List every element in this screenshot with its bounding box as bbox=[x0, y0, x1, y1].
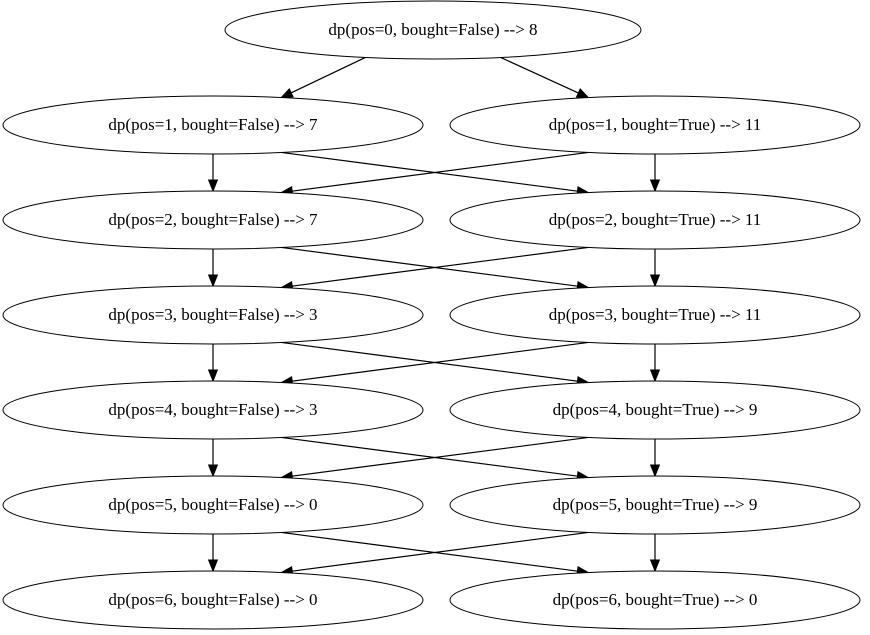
edge-arrowhead-n4t-to-n5t bbox=[649, 464, 661, 478]
node-label-n3f: dp(pos=3, bought=False) --> 3 bbox=[108, 305, 317, 324]
node-label-n2t: dp(pos=2, bought=True) --> 11 bbox=[549, 210, 762, 229]
node-label-n0: dp(pos=0, bought=False) --> 8 bbox=[328, 20, 537, 39]
edge-n4t-to-n5f bbox=[281, 436, 589, 479]
graph-node-n6t[interactable]: dp(pos=6, bought=True) --> 0 bbox=[449, 570, 861, 630]
edges-layer bbox=[207, 56, 661, 577]
node-label-n1f: dp(pos=1, bought=False) --> 7 bbox=[108, 115, 318, 134]
node-ellipse-n0 bbox=[224, 0, 642, 60]
node-label-n3t: dp(pos=3, bought=True) --> 11 bbox=[549, 305, 762, 324]
edge-n1t-to-n2f bbox=[281, 151, 589, 194]
node-ellipse-n4f bbox=[2, 380, 424, 440]
edge-arrowhead-n0-to-n1t bbox=[575, 88, 590, 99]
graph-node-n1f[interactable]: dp(pos=1, bought=False) --> 7 bbox=[2, 95, 424, 155]
node-ellipse-n2f bbox=[2, 190, 424, 250]
graph-node-n1t[interactable]: dp(pos=1, bought=True) --> 11 bbox=[449, 95, 861, 155]
node-ellipse-n5t bbox=[449, 475, 861, 535]
node-label-n5t: dp(pos=5, bought=True) --> 9 bbox=[553, 495, 758, 514]
edge-arrowhead-n3f-to-n4f bbox=[207, 369, 219, 383]
edge-arrowhead-n1t-to-n2t bbox=[649, 179, 661, 193]
node-ellipse-n6f bbox=[2, 570, 424, 630]
node-ellipse-n1f bbox=[2, 95, 424, 155]
edge-n5t-to-n6f bbox=[281, 531, 589, 574]
graph-node-n3f[interactable]: dp(pos=3, bought=False) --> 3 bbox=[2, 285, 424, 345]
node-label-n6f: dp(pos=6, bought=False) --> 0 bbox=[108, 590, 317, 609]
graph-node-n5t[interactable]: dp(pos=5, bought=True) --> 9 bbox=[449, 475, 861, 535]
edge-n3t-to-n4f bbox=[281, 341, 589, 384]
edge-arrowhead-n3t-to-n4t bbox=[649, 369, 661, 383]
edge-arrowhead-n0-to-n1f bbox=[280, 87, 294, 99]
node-label-n6t: dp(pos=6, bought=True) --> 0 bbox=[553, 590, 758, 609]
node-ellipse-n3t bbox=[449, 285, 861, 345]
graph-node-n0[interactable]: dp(pos=0, bought=False) --> 8 bbox=[224, 0, 642, 60]
node-ellipse-n1t bbox=[449, 95, 861, 155]
graph-node-n5f[interactable]: dp(pos=5, bought=False) --> 0 bbox=[2, 475, 424, 535]
node-ellipse-n2t bbox=[449, 190, 861, 250]
node-ellipse-n5f bbox=[2, 475, 424, 535]
edge-n0-to-n1t bbox=[500, 56, 589, 99]
node-label-n4f: dp(pos=4, bought=False) --> 3 bbox=[108, 400, 317, 419]
graph-node-n6f[interactable]: dp(pos=6, bought=False) --> 0 bbox=[2, 570, 424, 630]
edge-n0-to-n1f bbox=[281, 56, 366, 99]
node-label-n5f: dp(pos=5, bought=False) --> 0 bbox=[108, 495, 317, 514]
edge-arrowhead-n5t-to-n6t bbox=[649, 559, 661, 573]
graph-node-n4t[interactable]: dp(pos=4, bought=True) --> 9 bbox=[449, 380, 861, 440]
edge-arrowhead-n2t-to-n3t bbox=[649, 274, 661, 288]
node-ellipse-n3f bbox=[2, 285, 424, 345]
edge-arrowhead-n5f-to-n6f bbox=[207, 559, 219, 573]
nodes-layer: dp(pos=0, bought=False) --> 8 dp(pos=1, b… bbox=[2, 0, 861, 630]
node-label-n4t: dp(pos=4, bought=True) --> 9 bbox=[553, 400, 758, 419]
edge-arrowhead-n2f-to-n3f bbox=[207, 274, 219, 288]
graph-node-n3t[interactable]: dp(pos=3, bought=True) --> 11 bbox=[449, 285, 861, 345]
edge-arrowhead-n4f-to-n5f bbox=[207, 464, 219, 478]
node-label-n2f: dp(pos=2, bought=False) --> 7 bbox=[108, 210, 318, 229]
graph-node-n2t[interactable]: dp(pos=2, bought=True) --> 11 bbox=[449, 190, 861, 250]
graph-node-n2f[interactable]: dp(pos=2, bought=False) --> 7 bbox=[2, 190, 424, 250]
edge-arrowhead-n1f-to-n2f bbox=[207, 179, 219, 193]
edge-n2t-to-n3f bbox=[281, 246, 589, 289]
node-ellipse-n4t bbox=[449, 380, 861, 440]
graph-node-n4f[interactable]: dp(pos=4, bought=False) --> 3 bbox=[2, 380, 424, 440]
node-label-n1t: dp(pos=1, bought=True) --> 11 bbox=[549, 115, 762, 134]
node-ellipse-n6t bbox=[449, 570, 861, 630]
